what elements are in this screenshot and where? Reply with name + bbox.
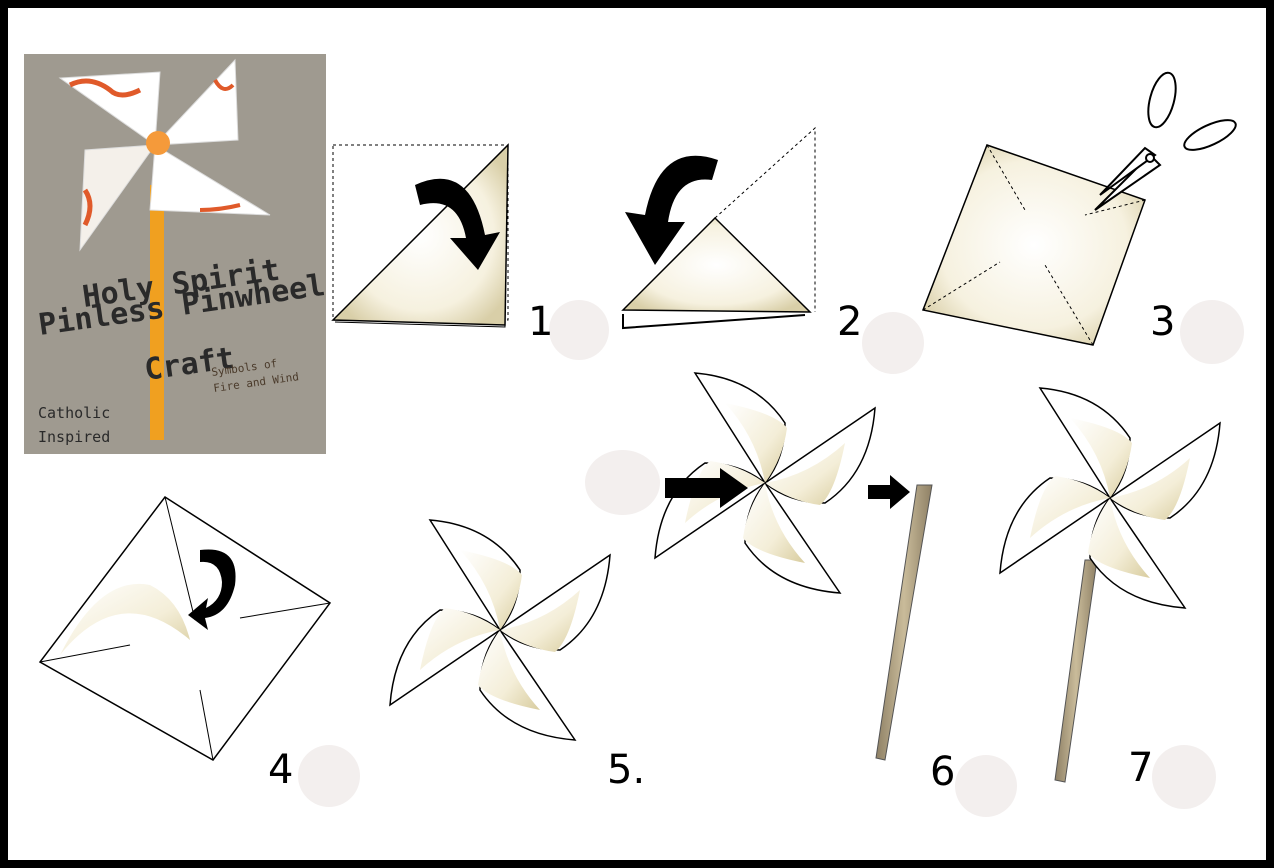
- faded-circle: [862, 312, 924, 374]
- photo-brand-line-2: Inspired: [38, 428, 110, 446]
- stick: [876, 485, 932, 760]
- step-4-label: 4: [268, 750, 293, 790]
- step-4-illustration: [40, 497, 330, 760]
- step-5-illustration: [390, 520, 610, 740]
- faded-circle: [298, 745, 360, 807]
- step-1-illustration: [333, 145, 508, 327]
- faded-circle: [955, 755, 1017, 817]
- step-2-illustration: [623, 128, 815, 328]
- step-6-label: 6: [930, 752, 955, 792]
- step-3-label: 3: [1150, 302, 1175, 342]
- scissors-icon: [1095, 70, 1240, 210]
- step-7-illustration: [1000, 388, 1220, 782]
- step-1-label: 1: [528, 302, 553, 342]
- stick: [1055, 560, 1097, 782]
- faded-circle: [585, 450, 660, 515]
- step-6-illustration: [655, 373, 932, 760]
- faded-circle: [1180, 300, 1244, 364]
- faded-circle: [1152, 745, 1216, 809]
- arrow-icon: [868, 475, 910, 509]
- step-7-label: 7: [1128, 748, 1153, 788]
- step-2-label: 2: [837, 302, 862, 342]
- step-3-illustration: [923, 70, 1240, 345]
- craft-photo: Holy Spirit Pinless Pinwheel Craft Symbo…: [24, 54, 327, 454]
- pompom: [146, 131, 170, 155]
- photo-brand-line-1: Catholic: [38, 404, 110, 422]
- faded-circle: [549, 300, 609, 360]
- step-5-label: 5.: [607, 750, 645, 790]
